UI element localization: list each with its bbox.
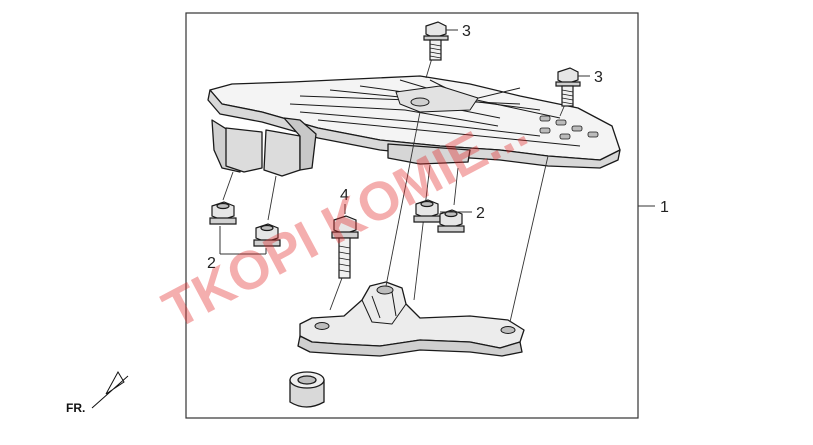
callout-4: 4: [340, 187, 349, 214]
callout-1: 1: [638, 199, 669, 216]
callout-3-right: 3: [578, 69, 603, 86]
callout-2-right: 2: [440, 205, 485, 222]
bolt-3-top: [423, 21, 449, 61]
bolt-4: [331, 215, 359, 279]
callout-2-left-label: 2: [207, 255, 216, 272]
front-marker-label: FR.: [66, 401, 85, 415]
nut-2-left-b: [253, 223, 281, 247]
callout-3-right-label: 3: [594, 69, 603, 86]
bolt-3-right: [555, 67, 581, 107]
callout-2-right-label: 2: [476, 205, 485, 222]
callout-1-label: 1: [660, 199, 669, 216]
nut-2-right-a: [413, 199, 441, 223]
nut-2-left-a: [209, 201, 237, 225]
diagram-frame: [185, 12, 639, 419]
callout-4-label: 4: [340, 187, 349, 204]
front-direction-marker: FR.: [66, 370, 129, 415]
callout-3-top-label: 3: [462, 23, 471, 40]
rear-carrier-rack: [207, 75, 621, 177]
front-arrow-icon: [91, 370, 129, 409]
spacer-collar: [289, 371, 325, 408]
callout-2-left: 2: [207, 226, 267, 272]
callout-3-top: 3: [446, 23, 471, 40]
assembly-leader-lines: [222, 57, 567, 323]
nut-2-right-b: [437, 209, 465, 233]
carrier-bracket: [297, 281, 525, 357]
